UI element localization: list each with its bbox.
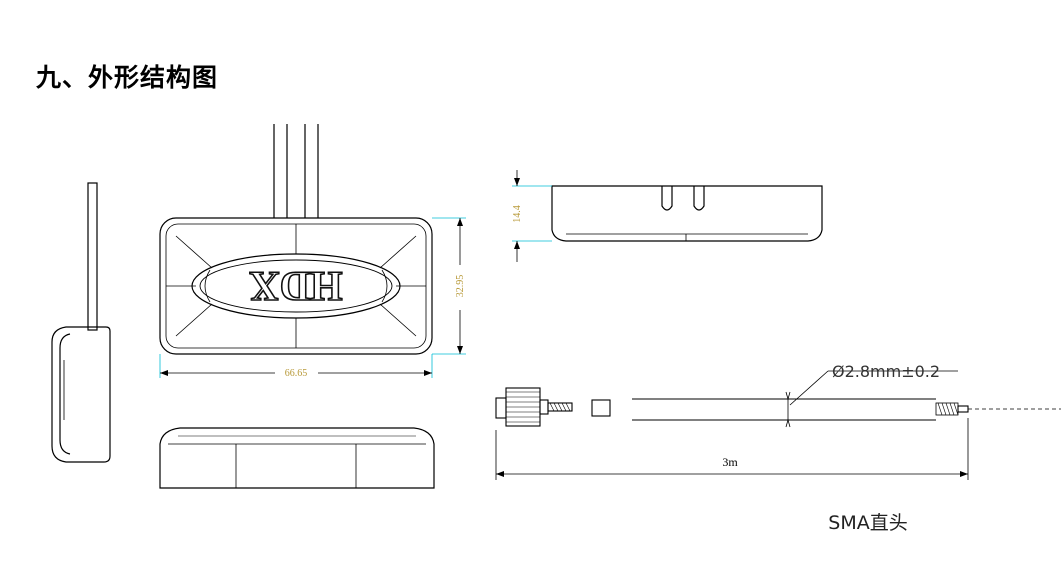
front-view [551, 185, 823, 242]
top-view-body [159, 217, 433, 355]
front-view-post-left [661, 186, 673, 211]
connector-caption: SMA直头 [828, 512, 907, 534]
height-dimension-label: 32.95 [455, 275, 466, 298]
bottom-view-body [159, 427, 435, 489]
section-heading: 九、外形结构图 [36, 63, 219, 92]
sma-connector [495, 387, 611, 427]
width-dimension-label: 66.65 [285, 368, 308, 379]
front-view-post-right [693, 186, 705, 211]
bottom-view [159, 427, 435, 489]
logo-outer-ellipse [191, 253, 401, 319]
cable-length-label: 3m [722, 455, 738, 469]
side-view-inner-curve [59, 333, 71, 455]
crimp-sleeve [547, 402, 573, 412]
cable-body [632, 370, 1061, 428]
logo-text: HDX [249, 262, 342, 308]
ferrule [591, 399, 611, 417]
side-view-cable [87, 182, 98, 331]
side-view-body [51, 326, 111, 463]
top-view-dimensions [159, 217, 466, 378]
cable-diameter-callout: Ø2.8mm±0.2 [832, 362, 940, 381]
front-view-body [551, 185, 823, 242]
front-height-dimension-label: 14.4 [512, 205, 523, 223]
side-view [51, 182, 111, 463]
top-view [159, 124, 433, 355]
cable-length-dimension [495, 418, 969, 480]
front-view-dimensions [512, 170, 552, 262]
